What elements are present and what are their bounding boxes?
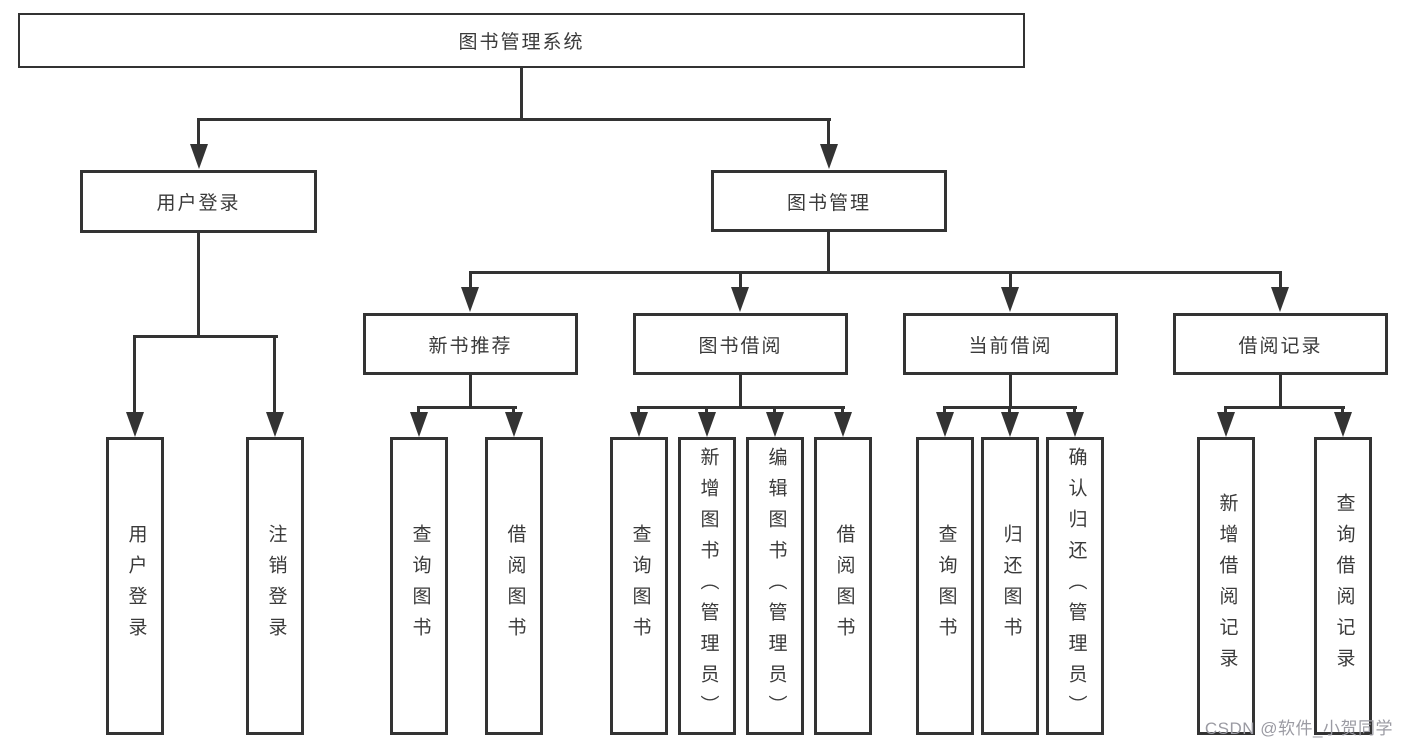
connector-line (417, 406, 420, 416)
node-label: 图书管理 (786, 192, 871, 214)
connector-line (739, 375, 742, 408)
node-label: 用户登录 (156, 193, 241, 214)
connector-line (827, 232, 830, 273)
node-label: 借阅图书 (833, 524, 855, 648)
leaf-user-login: 用户登录 (106, 437, 164, 735)
node-book-borrowing: 图书借阅 (633, 313, 848, 375)
node-label: 编辑图书（管理员） (765, 446, 787, 726)
node-label: 借阅图书 (504, 524, 526, 648)
leaf-confirm-return-admin: 确认归还（管理员） (1046, 437, 1104, 735)
connector-line (827, 118, 830, 146)
node-label: 归还图书 (1000, 524, 1022, 648)
arrow-down-icon (1001, 287, 1019, 312)
arrow-down-icon (1334, 412, 1352, 437)
leaf-query-books-recommend: 查询图书 (390, 437, 448, 735)
connector-line (469, 375, 472, 408)
connector-line (469, 271, 472, 289)
leaf-query-books-current: 查询图书 (916, 437, 974, 735)
leaf-add-borrow-record: 新增借阅记录 (1197, 437, 1255, 735)
node-current-borrowing: 当前借阅 (903, 313, 1118, 375)
node-label: 注销登录 (265, 524, 287, 648)
node-label: 图书借阅 (698, 335, 783, 357)
connector-line (773, 406, 776, 416)
connector-line (1279, 375, 1282, 408)
node-label: 借阅记录 (1238, 335, 1323, 357)
node-label: 查询图书 (409, 524, 431, 648)
leaf-query-books-borrow: 查询图书 (610, 437, 668, 735)
connector-line (469, 271, 1282, 274)
connector-line (637, 406, 640, 416)
leaf-add-books-admin: 新增图书（管理员） (678, 437, 736, 735)
connector-line (133, 335, 278, 338)
leaf-logout-login: 注销登录 (246, 437, 304, 735)
connector-line (1279, 271, 1282, 289)
node-label: 确认归还（管理员） (1065, 446, 1087, 726)
node-label: 查询图书 (629, 524, 651, 648)
node-label: 查询图书 (935, 524, 957, 648)
watermark: CSDN @软件_小贺同学 (1204, 719, 1393, 738)
arrow-down-icon (936, 412, 954, 437)
connector-line (1224, 406, 1345, 409)
connector-line (637, 406, 845, 409)
arrow-down-icon (1217, 412, 1235, 437)
arrow-down-icon (630, 412, 648, 437)
node-library-management-system: 图书管理系统 (18, 13, 1025, 68)
connector-line (197, 118, 200, 146)
arrow-down-icon (731, 287, 749, 312)
arrow-down-icon (266, 412, 284, 437)
connector-line (417, 406, 517, 409)
arrow-down-icon (820, 144, 838, 169)
arrow-down-icon (461, 287, 479, 312)
connector-line (197, 233, 200, 338)
node-label: 新增借阅记录 (1216, 493, 1238, 679)
connector-line (1341, 406, 1344, 416)
arrow-down-icon (1271, 287, 1289, 312)
node-user-login: 用户登录 (80, 170, 317, 233)
arrow-down-icon (834, 412, 852, 437)
node-new-book-recommendation: 新书推荐 (363, 313, 578, 375)
connector-line (739, 271, 742, 289)
arrow-down-icon (410, 412, 428, 437)
connector-line (512, 406, 515, 416)
connector-line (841, 406, 844, 416)
node-book-management: 图书管理 (711, 170, 947, 232)
arrow-down-icon (505, 412, 523, 437)
arrow-down-icon (1066, 412, 1084, 437)
node-label: 新书推荐 (428, 335, 513, 357)
connector-line (943, 406, 946, 416)
node-label: 图书管理系统 (458, 32, 585, 53)
node-label: 当前借阅 (968, 335, 1053, 357)
connector-line (1009, 271, 1012, 289)
connector-line (705, 406, 708, 416)
connector-line (133, 335, 136, 414)
leaf-edit-books-admin: 编辑图书（管理员） (746, 437, 804, 735)
node-label: 查询借阅记录 (1333, 493, 1355, 679)
connector-line (520, 68, 523, 120)
connector-line (1224, 406, 1227, 416)
connector-line (1073, 406, 1076, 416)
connector-line (1009, 375, 1012, 408)
arrow-down-icon (190, 144, 208, 169)
leaf-return-books: 归还图书 (981, 437, 1039, 735)
leaf-borrow-books-recommend: 借阅图书 (485, 437, 543, 735)
node-borrowing-records: 借阅记录 (1173, 313, 1388, 375)
arrow-down-icon (766, 412, 784, 437)
leaf-query-borrow-record: 查询借阅记录 (1314, 437, 1372, 735)
node-label: 新增图书（管理员） (697, 446, 719, 726)
leaf-borrow-books-borrow: 借阅图书 (814, 437, 872, 735)
arrow-down-icon (126, 412, 144, 437)
arrow-down-icon (1001, 412, 1019, 437)
connector-line (1008, 406, 1011, 416)
connector-line (197, 118, 831, 121)
node-label: 用户登录 (125, 524, 147, 648)
connector-line (273, 335, 276, 414)
arrow-down-icon (698, 412, 716, 437)
